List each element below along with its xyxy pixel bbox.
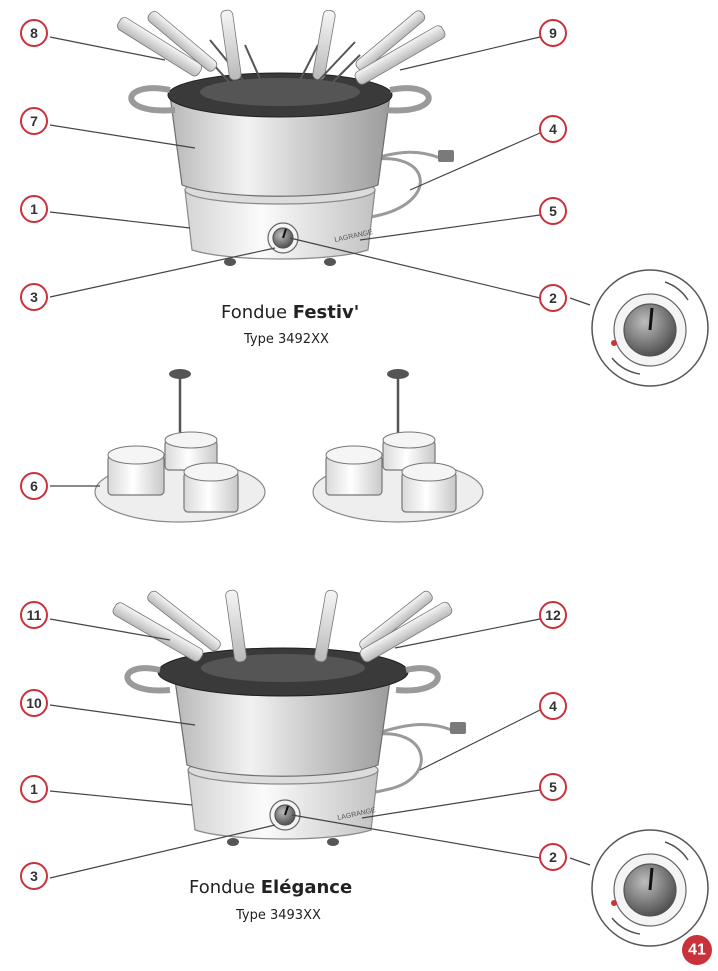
- svg-text:6: 6: [30, 478, 38, 494]
- bowl: [167, 72, 393, 197]
- leader-lines-bottom: [49, 618, 591, 879]
- fondue-elegance-illustration: LAGRANGE: [112, 589, 466, 846]
- callout-8: 8: [20, 19, 48, 47]
- svg-text:3: 3: [30, 289, 38, 305]
- callout-1: 1: [20, 195, 48, 223]
- title-prefix: Fondue: [221, 302, 293, 323]
- callout-10: 10: [20, 689, 48, 717]
- svg-text:5: 5: [549, 203, 557, 219]
- callout-5-bottom: 5: [539, 773, 567, 801]
- callout-6: 6: [20, 472, 48, 500]
- fondue-forks: [112, 589, 453, 663]
- thermostat-detail-bottom: [591, 829, 709, 947]
- product-title-elegance: Fondue Elégance Type 3493XX: [189, 877, 352, 923]
- bowl-handles: [128, 85, 432, 114]
- title-prefix: Fondue: [189, 877, 261, 898]
- svg-text:10: 10: [26, 695, 42, 711]
- callout-11: 11: [20, 601, 48, 629]
- title-bold: Festiv': [293, 302, 360, 323]
- fondue-forks: [117, 9, 446, 101]
- svg-text:1: 1: [30, 781, 38, 797]
- title-bold: Elégance: [261, 877, 352, 898]
- svg-text:11: 11: [27, 607, 42, 623]
- thermostat-knob: [269, 799, 301, 831]
- leader-lines-top: [49, 36, 591, 306]
- thermostat-knob: [267, 222, 299, 254]
- callout-12: 12: [539, 601, 567, 629]
- callout-4: 4: [539, 115, 567, 143]
- callout-2-bottom: 2: [539, 843, 567, 871]
- svg-text:41: 41: [688, 942, 706, 959]
- svg-text:1: 1: [30, 201, 38, 217]
- svg-text:7: 7: [30, 113, 38, 129]
- page-number-badge: 41: [682, 935, 712, 965]
- callout-2: 2: [539, 284, 567, 312]
- svg-text:8: 8: [30, 25, 38, 41]
- callout-4-bottom: 4: [539, 692, 567, 720]
- callout-3: 3: [20, 283, 48, 311]
- product-title-festiv: Fondue Festiv' Type 3492XX: [221, 302, 359, 347]
- callout-1-bottom: 1: [20, 775, 48, 803]
- svg-text:3: 3: [30, 868, 38, 884]
- svg-text:5: 5: [549, 779, 557, 795]
- bowl: [157, 647, 409, 777]
- svg-text:Fondue Festiv': Fondue Festiv': [221, 302, 359, 323]
- thermostat-detail-top: [591, 269, 709, 387]
- svg-text:Fondue Elégance: Fondue Elégance: [189, 877, 352, 898]
- svg-text:2: 2: [549, 290, 557, 306]
- svg-text:4: 4: [549, 121, 557, 137]
- callout-7: 7: [20, 107, 48, 135]
- bowl-handles: [124, 665, 441, 694]
- fondue-festiv-illustration: LAGRANGE: [117, 9, 454, 266]
- svg-text:2: 2: [549, 849, 557, 865]
- type-label-festiv: Type 3492XX: [243, 332, 329, 347]
- callout-9: 9: [539, 19, 567, 47]
- callout-5: 5: [539, 197, 567, 225]
- type-label-elegance: Type 3493XX: [235, 908, 321, 923]
- caquelon-stand-right: [312, 369, 484, 523]
- caquelon-stand-left: [94, 369, 266, 523]
- svg-text:9: 9: [549, 25, 557, 41]
- callout-3-bottom: 3: [20, 862, 48, 890]
- svg-text:12: 12: [545, 607, 561, 623]
- svg-text:4: 4: [549, 698, 557, 714]
